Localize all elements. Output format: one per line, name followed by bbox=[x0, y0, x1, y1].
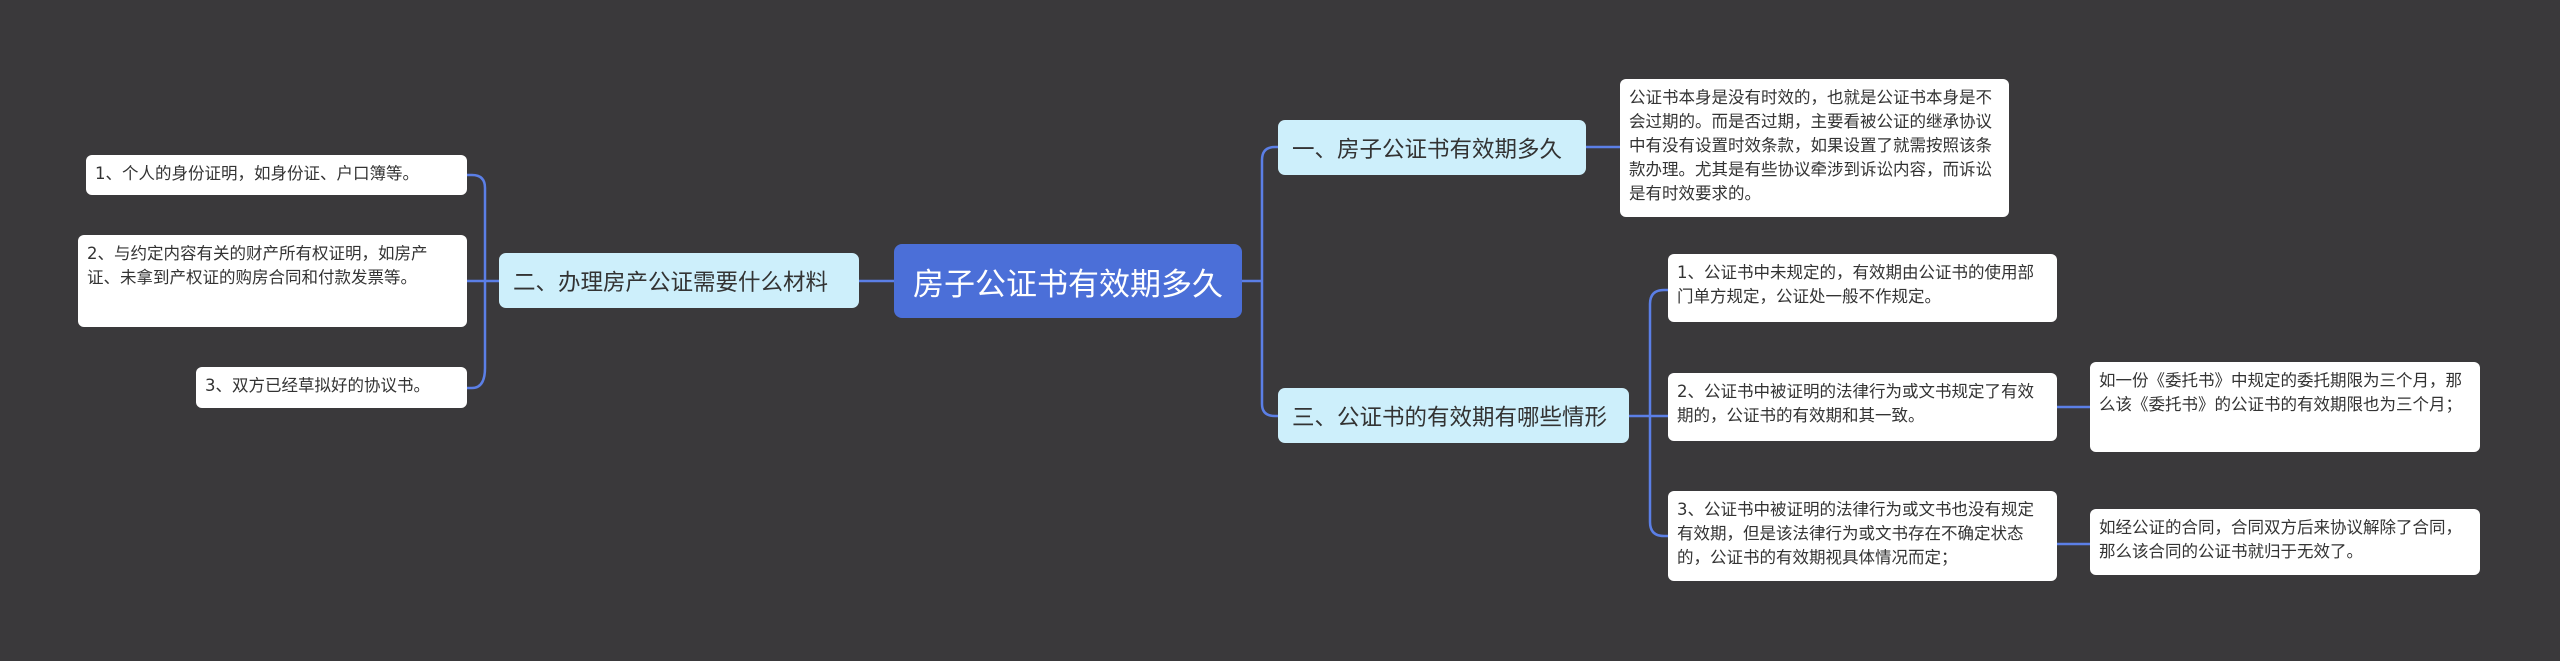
branch-label-validity-period: 一、房子公证书有效期多久 bbox=[1292, 136, 1563, 163]
leaf-text-example-power-of-attorney: 如一份《委托书》中规定的委托期限为三个月，那么该《委托书》的公证书的有效期限也为… bbox=[2099, 371, 2462, 414]
leaf-text-case-specified: 2、公证书中被证明的法律行为或文书规定了有效期的，公证书的有效期和其一致。 bbox=[1677, 382, 2034, 425]
leaf-node-case-specified[interactable]: 2、公证书中被证明的法律行为或文书规定了有效期的，公证书的有效期和其一致。 bbox=[1668, 373, 2057, 441]
root-node-label: 房子公证书有效期多久 bbox=[913, 266, 1223, 303]
branch-node-validity-cases[interactable]: 三、公证书的有效期有哪些情形 bbox=[1278, 388, 1629, 443]
leaf-node-example-power-of-attorney[interactable]: 如一份《委托书》中规定的委托期限为三个月，那么该《委托书》的公证书的有效期限也为… bbox=[2090, 362, 2480, 452]
leaf-node-case-unspecified[interactable]: 1、公证书中未规定的，有效期由公证书的使用部门单方规定，公证处一般不作规定。 bbox=[1668, 254, 2057, 322]
leaf-text-case-uncertain: 3、公证书中被证明的法律行为或文书也没有规定有效期，但是该法律行为或文书存在不确… bbox=[1677, 500, 2034, 567]
leaf-node-example-contract[interactable]: 如经公证的合同，合同双方后来协议解除了合同，那么该合同的公证书就归于无效了。 bbox=[2090, 509, 2480, 575]
leaf-text-no-expiry: 公证书本身是没有时效的，也就是公证书本身是不会过期的。而是否过期，主要看被公证的… bbox=[1629, 88, 1992, 203]
leaf-text-identity-proof: 1、个人的身份证明，如身份证、户口簿等。 bbox=[95, 164, 419, 183]
leaf-node-identity-proof[interactable]: 1、个人的身份证明，如身份证、户口簿等。 bbox=[86, 155, 467, 195]
leaf-node-case-uncertain[interactable]: 3、公证书中被证明的法律行为或文书也没有规定有效期，但是该法律行为或文书存在不确… bbox=[1668, 491, 2057, 581]
leaf-node-draft-agreement[interactable]: 3、双方已经草拟好的协议书。 bbox=[196, 367, 467, 408]
leaf-text-case-unspecified: 1、公证书中未规定的，有效期由公证书的使用部门单方规定，公证处一般不作规定。 bbox=[1677, 263, 2034, 306]
leaf-text-draft-agreement: 3、双方已经草拟好的协议书。 bbox=[205, 376, 430, 395]
branch-node-validity-period[interactable]: 一、房子公证书有效期多久 bbox=[1278, 120, 1586, 175]
leaf-text-property-proof: 2、与约定内容有关的财产所有权证明，如房产证、未拿到产权证的购房合同和付款发票等… bbox=[87, 244, 428, 287]
root-node[interactable]: 房子公证书有效期多久 bbox=[894, 244, 1242, 318]
branch-label-required-materials: 二、办理房产公证需要什么材料 bbox=[513, 269, 829, 296]
branch-label-validity-cases: 三、公证书的有效期有哪些情形 bbox=[1292, 404, 1608, 431]
leaf-node-property-proof[interactable]: 2、与约定内容有关的财产所有权证明，如房产证、未拿到产权证的购房合同和付款发票等… bbox=[78, 235, 467, 327]
branch-node-required-materials[interactable]: 二、办理房产公证需要什么材料 bbox=[499, 253, 859, 308]
leaf-node-no-expiry[interactable]: 公证书本身是没有时效的，也就是公证书本身是不会过期的。而是否过期，主要看被公证的… bbox=[1620, 79, 2009, 217]
leaf-text-example-contract: 如经公证的合同，合同双方后来协议解除了合同，那么该合同的公证书就归于无效了。 bbox=[2099, 518, 2462, 561]
